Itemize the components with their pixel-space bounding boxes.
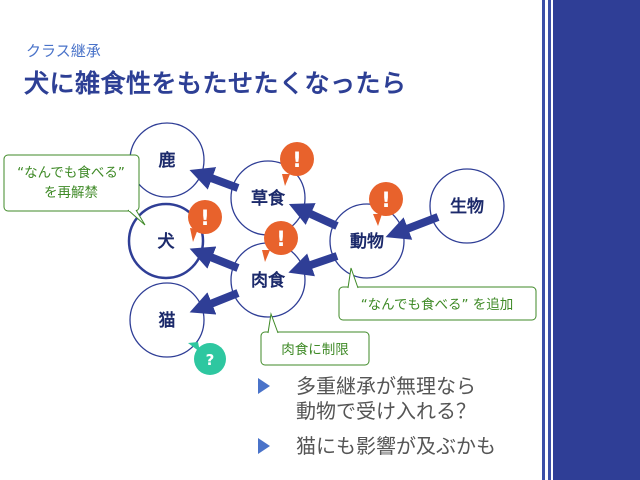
warning-icon: ! xyxy=(381,188,391,212)
decor-band-line xyxy=(548,0,551,480)
callout-reenable-eat-anything: “なんでも食べる” を再解禁 xyxy=(3,154,146,226)
callout-reenable-line1: “なんでも食べる” xyxy=(17,164,125,181)
node-herbivore-label: 草食 xyxy=(251,188,286,209)
node-deer-label: 鹿 xyxy=(159,150,176,171)
bullet-text-line1: 猫にも影響が及ぶかも xyxy=(296,434,496,458)
arrow-carnivore-to-dog xyxy=(189,246,240,272)
bullet-item: 猫にも影響が及ぶかも xyxy=(258,434,496,459)
question-icon: ? xyxy=(206,351,215,369)
warning-icon: ! xyxy=(200,206,210,230)
callout-add-text: “なんでも食べる” を追加 xyxy=(361,296,514,313)
node-animal-label: 動物 xyxy=(350,231,384,252)
callout-restrict-to-meat: 肉食に制限 xyxy=(260,312,370,366)
decor-band-line xyxy=(542,0,545,480)
callout-add-eat-anything: “なんでも食べる” を追加 xyxy=(338,267,537,321)
bullet-text-line1: 多重継承が無理なら xyxy=(296,374,476,398)
node-carnivore-label: 肉食 xyxy=(251,270,286,291)
question-marker: ? xyxy=(188,342,226,375)
node-dog-label: 犬 xyxy=(158,231,176,252)
warning-icon: ! xyxy=(276,227,286,251)
warning-marker: ! xyxy=(369,182,403,226)
bullet-item: 多重継承が無理なら 動物で受け入れる？ xyxy=(258,374,496,424)
node-cat: 猫 xyxy=(129,282,205,358)
warning-marker: ! xyxy=(262,221,298,262)
node-animal: 動物 xyxy=(329,203,405,279)
node-deer: 鹿 xyxy=(129,122,205,198)
triangle-bullet-icon xyxy=(258,378,270,394)
callout-restrict-text: 肉食に制限 xyxy=(281,341,349,358)
bullet-text-line2: 動物で受け入れる？ xyxy=(296,399,476,423)
node-cat-label: 猫 xyxy=(159,310,176,331)
warning-marker: ! xyxy=(188,200,222,242)
node-carnivore: 肉食 xyxy=(230,242,306,318)
warning-icon: ! xyxy=(292,148,302,172)
slide-subtitle: クラス継承 xyxy=(26,42,101,60)
bullet-list: 多重継承が無理なら 動物で受け入れる？ 猫にも影響が及ぶかも xyxy=(258,374,496,469)
triangle-bullet-icon xyxy=(258,438,270,454)
decor-band xyxy=(553,0,640,480)
node-organism-label: 生物 xyxy=(450,196,484,217)
arrow-carnivore-to-cat xyxy=(189,289,240,315)
arrow-animal-to-carnivore xyxy=(288,252,339,277)
node-organism: 生物 xyxy=(429,168,505,244)
slide-title: 犬に雑食性をもたせたくなったら xyxy=(24,69,407,98)
warning-marker: ! xyxy=(280,142,314,186)
node-dog: 犬 xyxy=(127,202,205,280)
inheritance-arrows xyxy=(189,167,440,315)
arrow-herbivore-to-deer xyxy=(189,167,240,192)
arrow-animal-to-herbivore xyxy=(288,203,339,230)
callout-reenable-line2: を再解禁 xyxy=(44,185,98,201)
arrow-organism-to-animal xyxy=(385,213,440,240)
